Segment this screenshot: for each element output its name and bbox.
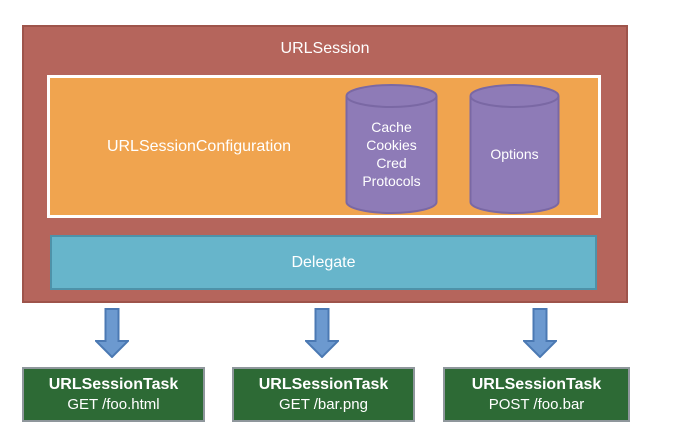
delegate-label: Delegate — [291, 253, 356, 271]
down-arrow-icon — [305, 308, 339, 358]
options-cylinder-labels: Options — [469, 98, 560, 209]
storage-line: Cache — [371, 118, 412, 135]
urlsession-configuration-label: URLSessionConfiguration — [106, 137, 292, 155]
task-request: POST /foo.bar — [488, 396, 585, 413]
cylinder-icon — [469, 84, 560, 214]
task-box: URLSessionTask GET /foo.html — [22, 367, 205, 422]
urlsession-configuration-panel: URLSessionConfiguration Cache Cookies Cr… — [47, 75, 601, 218]
urlsession-box: URLSession URLSessionConfiguration Cache… — [22, 25, 628, 303]
options-line: Options — [490, 145, 539, 162]
task-title: URLSessionTask — [48, 376, 179, 393]
task-request: GET /bar.png — [279, 396, 368, 413]
task-request: GET /foo.html — [67, 396, 160, 413]
delegate-bar: Delegate — [50, 235, 597, 290]
storage-line: Protocols — [362, 172, 421, 189]
options-cylinder: Options — [469, 84, 560, 215]
task-box: URLSessionTask POST /foo.bar — [443, 367, 630, 422]
storage-line: Cookies — [366, 136, 417, 153]
storage-cylinder-labels: Cache Cookies Cred Protocols — [345, 98, 438, 209]
down-arrow-icon — [95, 308, 129, 358]
storage-cylinder: Cache Cookies Cred Protocols — [345, 84, 438, 215]
cylinder-icon — [345, 84, 438, 214]
task-title: URLSessionTask — [471, 376, 602, 393]
task-title: URLSessionTask — [258, 376, 389, 393]
down-arrow-icon — [523, 308, 557, 358]
task-box: URLSessionTask GET /bar.png — [232, 367, 415, 422]
storage-line: Cred — [376, 154, 407, 171]
urlsession-title: URLSession — [280, 40, 370, 57]
